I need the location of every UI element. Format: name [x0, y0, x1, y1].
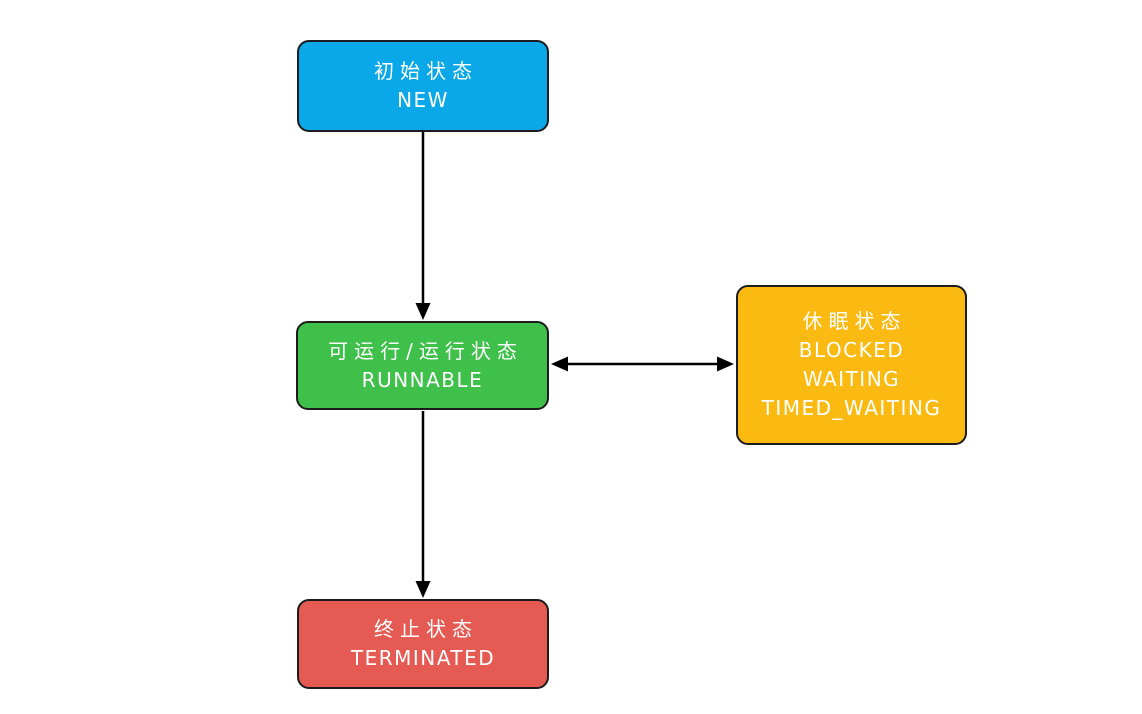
node-sleep-label-zh: 休眠状态	[802, 309, 907, 333]
arrow-runnable-to-terminated-icon	[415, 411, 431, 598]
node-runnable-state: 可运行/运行状态 RUNNABLE	[296, 321, 549, 410]
node-runnable-label-en: RUNNABLE	[361, 367, 484, 392]
node-terminated-label-zh: 终止状态	[374, 617, 478, 641]
node-terminated-state: 终止状态 TERMINATED	[297, 599, 549, 689]
node-sleep-state: 休眠状态 BLOCKED WAITING TIMED_WAITING	[736, 285, 967, 445]
node-new-state: 初始状态 NEW	[297, 40, 549, 132]
node-runnable-label-zh: 可运行/运行状态	[328, 338, 523, 363]
arrow-runnable-sleep-bidirectional-icon	[551, 356, 734, 372]
arrow-new-to-runnable-icon	[415, 132, 431, 320]
node-sleep-label-timed-waiting: TIMED_WAITING	[761, 396, 942, 420]
node-sleep-label-waiting: WAITING	[802, 367, 901, 391]
node-new-label-en: NEW	[397, 88, 449, 112]
node-new-label-zh: 初始状态	[374, 59, 478, 83]
node-terminated-label-en: TERMINATED	[350, 646, 496, 670]
node-sleep-label-blocked: BLOCKED	[798, 338, 905, 362]
